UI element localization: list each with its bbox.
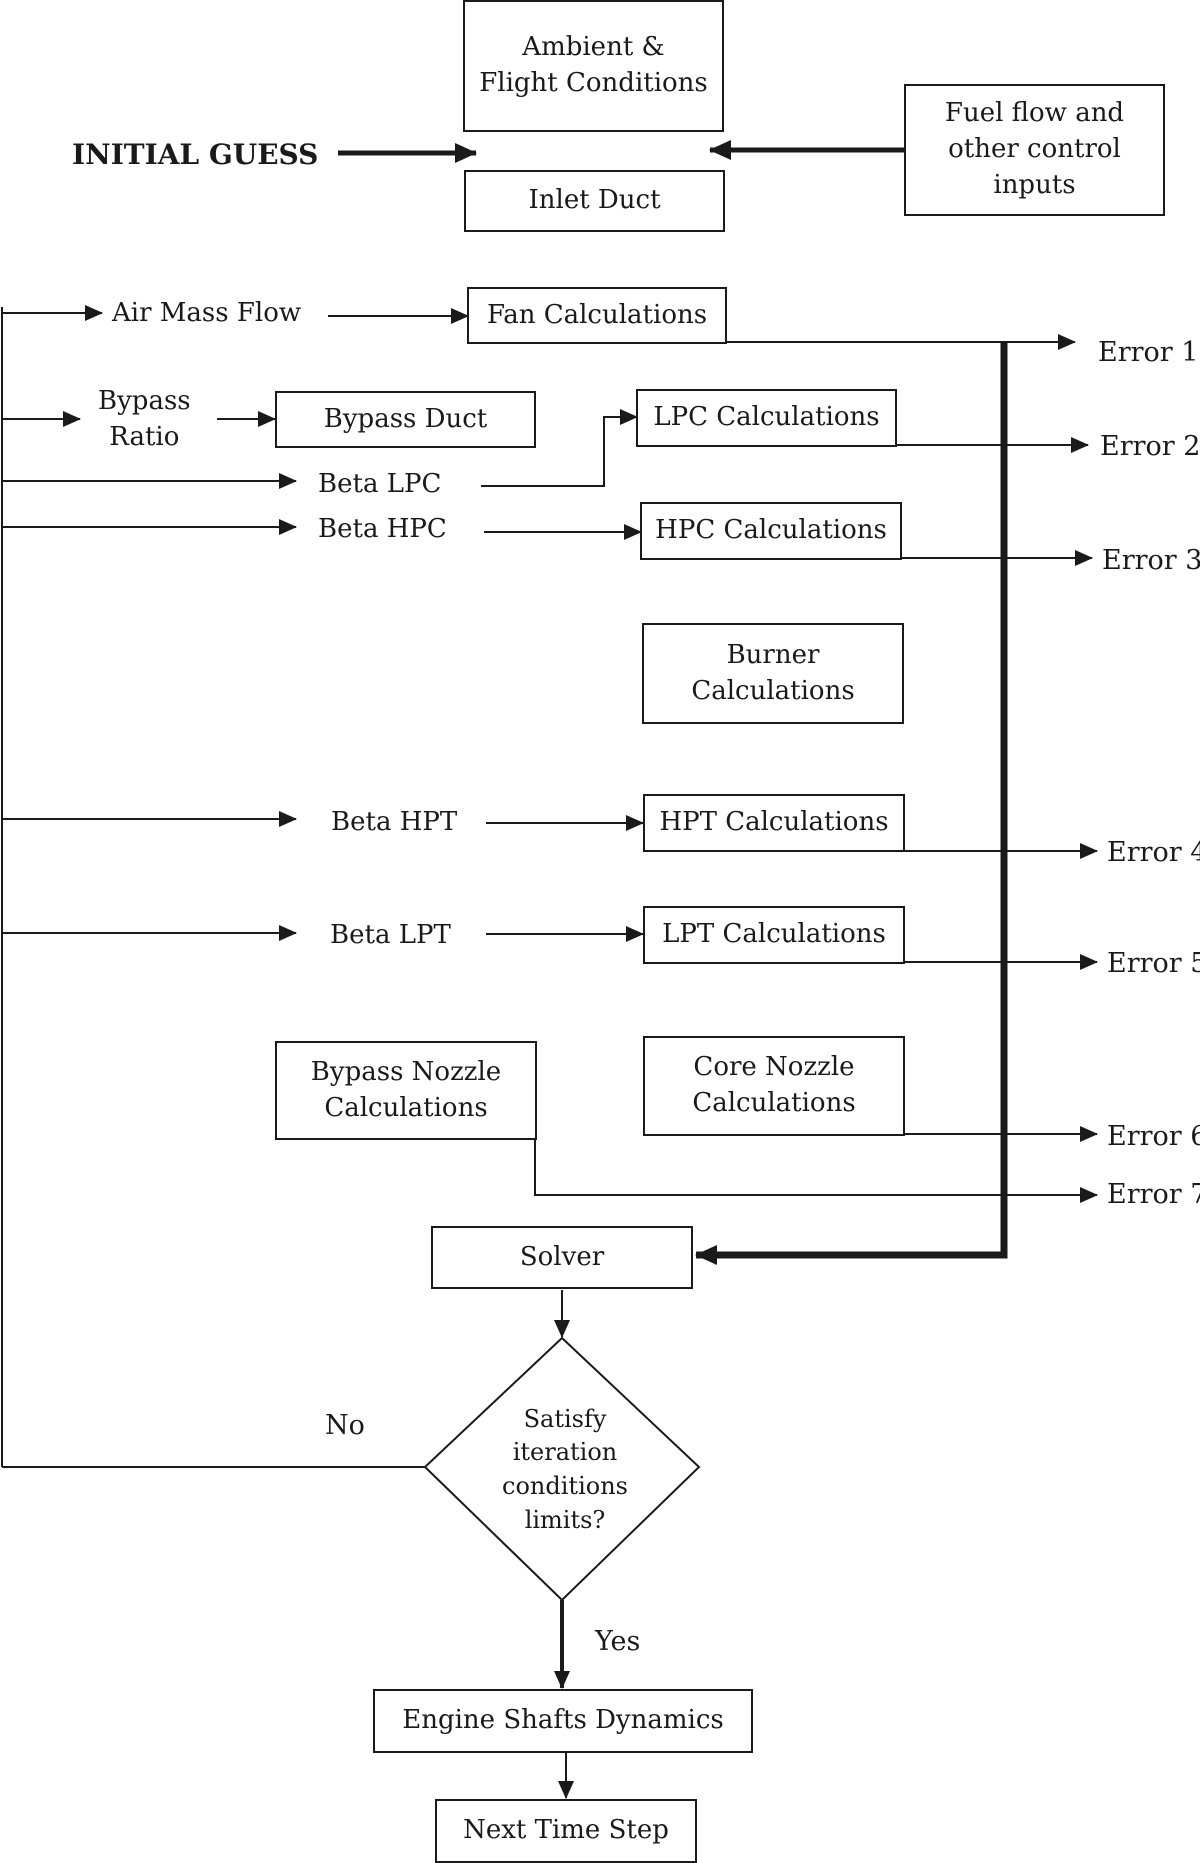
lpc-calculations-box: LPC Calculations bbox=[636, 389, 897, 447]
ambient-flight-conditions-box: Ambient & Flight Conditions bbox=[463, 0, 724, 132]
error-4-label: Error 4 bbox=[1107, 837, 1200, 868]
decision-question: Satisfy iteration conditions limits? bbox=[502, 1404, 628, 1534]
hpt-calculations-box: HPT Calculations bbox=[643, 794, 905, 852]
fan-calculations-box: Fan Calculations bbox=[467, 287, 727, 344]
bypass-duct-box: Bypass Duct bbox=[275, 391, 536, 448]
error-2-label: Error 2 bbox=[1100, 431, 1200, 462]
solver-box: Solver bbox=[431, 1226, 693, 1289]
error-5-label: Error 5 bbox=[1107, 948, 1200, 979]
bypass-ratio-label: Bypass Ratio bbox=[98, 386, 191, 452]
no-label: No bbox=[325, 1410, 365, 1441]
air-mass-flow-label: Air Mass Flow bbox=[112, 298, 302, 328]
beta-lpt-label: Beta LPT bbox=[330, 920, 451, 950]
inlet-duct-box: Inlet Duct bbox=[464, 170, 725, 232]
error-3-label: Error 3 bbox=[1102, 545, 1200, 576]
core-nozzle-calculations-box: Core Nozzle Calculations bbox=[643, 1036, 905, 1136]
beta-hpc-label: Beta HPC bbox=[318, 514, 447, 544]
error-7-label: Error 7 bbox=[1107, 1179, 1200, 1210]
beta-lpc-label: Beta LPC bbox=[318, 469, 442, 499]
lpt-calculations-box: LPT Calculations bbox=[643, 906, 905, 964]
next-time-step-box: Next Time Step bbox=[435, 1799, 697, 1863]
yes-label: Yes bbox=[595, 1626, 641, 1657]
error-1-label: Error 1 bbox=[1098, 337, 1199, 368]
fuel-flow-inputs-box: Fuel flow and other control inputs bbox=[904, 84, 1165, 216]
burner-calculations-box: Burner Calculations bbox=[642, 623, 904, 724]
engine-shafts-dynamics-box: Engine Shafts Dynamics bbox=[373, 1689, 753, 1753]
bypass-nozzle-calculations-box: Bypass Nozzle Calculations bbox=[275, 1041, 537, 1140]
initial-guess-label: INITIAL GUESS bbox=[72, 138, 319, 171]
beta-hpt-label: Beta HPT bbox=[331, 807, 458, 837]
hpc-calculations-box: HPC Calculations bbox=[640, 502, 902, 560]
error-6-label: Error 6 bbox=[1107, 1121, 1200, 1152]
decision-diamond bbox=[423, 1336, 701, 1602]
